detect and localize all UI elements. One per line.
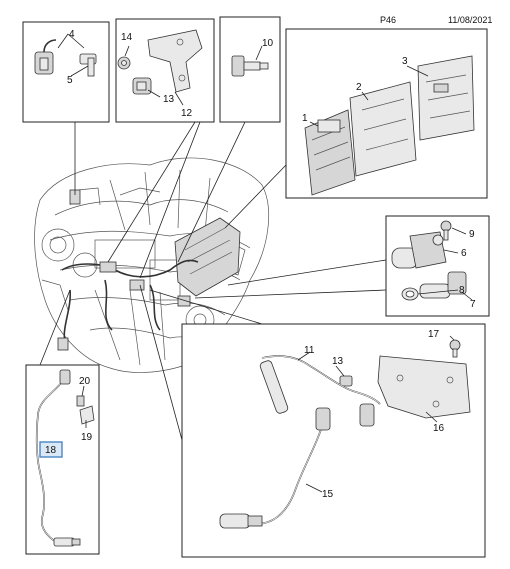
- callout-4[interactable]: 4: [69, 29, 75, 40]
- leader-box-6-9-a: [227, 259, 387, 286]
- callout-16[interactable]: 16: [433, 423, 445, 434]
- oxygen-sensor-part-11[interactable]: [259, 355, 381, 427]
- bolt-part-5[interactable]: [79, 53, 97, 77]
- leader-box-1-2-3: [224, 164, 287, 229]
- bracket-part-2[interactable]: [349, 81, 417, 177]
- cover-part-3[interactable]: [417, 55, 475, 141]
- bolt-part-9[interactable]: [440, 220, 452, 241]
- callout-17[interactable]: 17: [428, 329, 440, 340]
- sensor-part-10[interactable]: [231, 55, 269, 77]
- detail-box-18-19-20: 20 19 18: [25, 364, 100, 555]
- callout-1[interactable]: 1: [302, 113, 308, 124]
- detail-box-11-13-15-16-17: 11 13 16 17 15: [181, 323, 486, 558]
- oxygen-sensor-part-15[interactable]: [219, 407, 331, 529]
- callout-9[interactable]: 9: [469, 229, 475, 240]
- sensor-part-7[interactable]: [419, 271, 467, 299]
- callout-6[interactable]: 6: [461, 248, 467, 259]
- callout-3[interactable]: 3: [402, 56, 408, 67]
- highlight-part-18[interactable]: [39, 441, 63, 458]
- clip-part-13-lower[interactable]: [339, 375, 353, 387]
- leader-box-10: [177, 121, 246, 263]
- ecu-part-1[interactable]: [304, 109, 356, 196]
- detail-box-6-7-8-9: 9 6 7 8: [385, 215, 490, 317]
- callout-19[interactable]: 19: [81, 432, 93, 443]
- heat-shield-bracket-part-16[interactable]: [377, 355, 471, 419]
- leader-box-11-a: [139, 284, 183, 441]
- detail-box-1-2-3: 1 2 3: [285, 28, 488, 199]
- callout-8[interactable]: 8: [459, 285, 465, 296]
- callout-5[interactable]: 5: [67, 75, 73, 86]
- clip-part-13[interactable]: [132, 77, 152, 95]
- leader-box-12-b: [139, 121, 201, 279]
- callout-18[interactable]: 18: [45, 445, 57, 456]
- sensor-part-6[interactable]: [391, 231, 447, 269]
- oxygen-sensor-harness-part-18[interactable]: [35, 369, 81, 547]
- callout-15[interactable]: 15: [322, 489, 334, 500]
- bracket-part-12[interactable]: [147, 29, 203, 93]
- detail-box-4-5: 4 5: [22, 21, 110, 123]
- detail-box-12-13-14: 14 13 12: [115, 18, 215, 123]
- sensor-connector-part-4[interactable]: [34, 39, 57, 75]
- callout-13-bottom[interactable]: 13: [332, 356, 344, 367]
- clip-part-20[interactable]: [76, 395, 85, 407]
- leader-box-18: [39, 289, 71, 366]
- engine-harness-lower: [63, 279, 161, 346]
- oring-part-8[interactable]: [401, 287, 419, 301]
- leader-box-12-a: [107, 121, 196, 263]
- callout-11[interactable]: 11: [304, 345, 315, 356]
- callout-20[interactable]: 20: [79, 376, 91, 387]
- ecu-module[interactable]: [174, 217, 241, 297]
- diagram-date: 11/08/2021: [448, 15, 493, 25]
- callout-13-top[interactable]: 13: [163, 94, 175, 105]
- callout-10[interactable]: 10: [262, 38, 274, 49]
- detail-box-10: 10: [219, 16, 281, 123]
- page-code: P46: [380, 15, 397, 25]
- callout-7[interactable]: 7: [470, 299, 476, 310]
- engine-connectors: [57, 189, 191, 351]
- callout-12[interactable]: 12: [181, 108, 193, 119]
- nut-part-14[interactable]: [117, 56, 131, 70]
- callout-2[interactable]: 2: [356, 82, 362, 93]
- bolt-part-17[interactable]: [449, 339, 461, 358]
- leader-box-6-9-b: [194, 289, 387, 299]
- callout-14[interactable]: 14: [121, 32, 133, 43]
- leader-box-11-b: [149, 289, 263, 325]
- bracket-part-19[interactable]: [79, 405, 95, 425]
